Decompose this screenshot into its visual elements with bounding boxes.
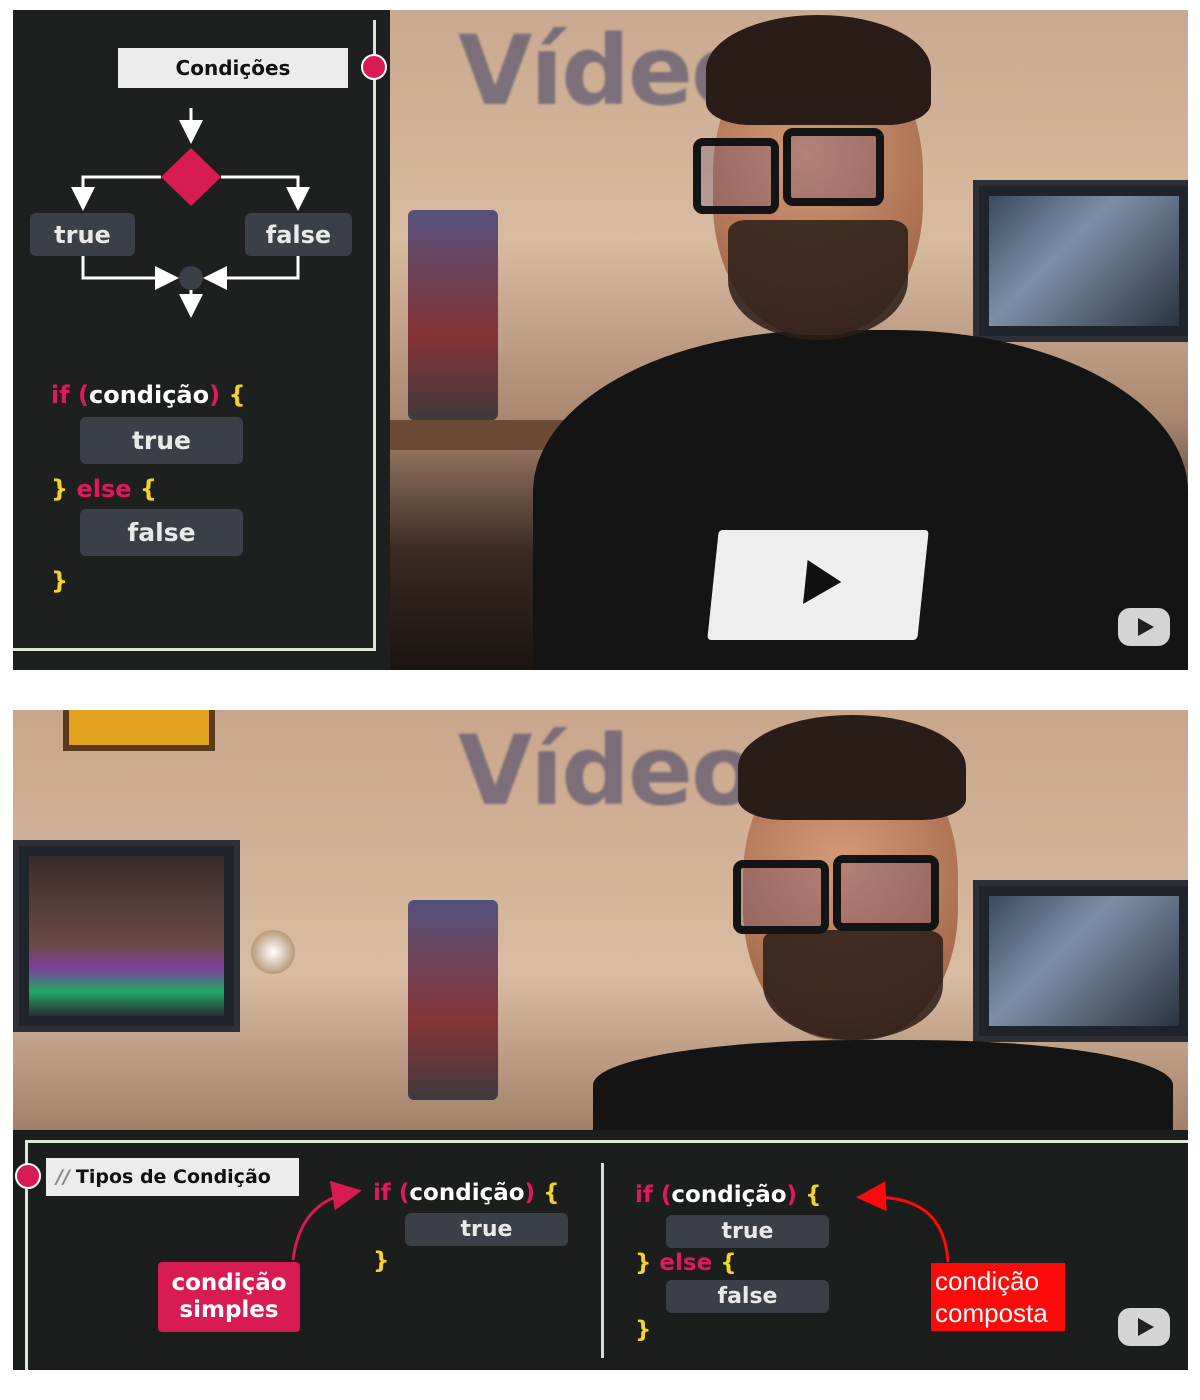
- person-glasses-right: [833, 855, 939, 931]
- if-else-flowchart: [71, 108, 310, 318]
- panel-marker-dot: [15, 1163, 41, 1189]
- play-logo-icon: [1118, 1308, 1170, 1346]
- close-paren: ): [524, 1180, 536, 1206]
- code-false-block: false: [80, 509, 243, 556]
- person-glasses-right: [783, 128, 884, 206]
- label-line-1: condição: [171, 1270, 287, 1296]
- merge-node: [179, 266, 203, 290]
- panel-top-line: [25, 1140, 1188, 1143]
- video-scene: Vídeo: [13, 10, 1188, 670]
- panel-title-text: Tipos de Condição: [75, 1166, 271, 1188]
- video-frame-1[interactable]: Vídeo Condições: [13, 10, 1188, 670]
- panel-title: Condições: [118, 48, 348, 88]
- person-hair: [706, 15, 931, 125]
- simple-condition-label: condição simples: [158, 1262, 300, 1332]
- compound-if-line: if (condição) {: [635, 1182, 821, 1208]
- panel-left-line: [25, 1140, 28, 1370]
- editing-monitor: [13, 840, 240, 1032]
- column-separator: [601, 1163, 604, 1358]
- if-keyword: if: [373, 1180, 391, 1206]
- person-hair: [738, 715, 966, 820]
- open-brace: {: [228, 381, 246, 409]
- background-monitor: [973, 180, 1188, 342]
- panel-bottom-line: [13, 648, 376, 651]
- compound-true-block: true: [666, 1215, 829, 1248]
- close-brace: }: [51, 475, 69, 503]
- else-keyword: else: [76, 475, 132, 503]
- brand-wordmark: Vídeo: [458, 715, 757, 827]
- panel-border-line: [373, 20, 376, 651]
- annotation-arrows: [291, 1180, 950, 1263]
- simple-if-line: if (condição) {: [373, 1180, 559, 1206]
- condition-text: condição: [409, 1180, 525, 1206]
- flow-false-box: false: [245, 213, 352, 256]
- if-keyword: if: [635, 1182, 653, 1208]
- compound-final-brace: }: [635, 1317, 652, 1343]
- open-brace: {: [805, 1182, 822, 1208]
- decision-diamond: [161, 148, 221, 206]
- close-paren: ): [786, 1182, 798, 1208]
- video-frame-2[interactable]: Vídeo // Tipos de Condição if (condição)…: [13, 710, 1188, 1370]
- person-shirt: [593, 1040, 1173, 1140]
- robot-figure: [408, 900, 498, 1100]
- code-if-line: if (condição) {: [51, 381, 246, 409]
- label-line-1: condição: [935, 1266, 1040, 1296]
- open-paren: (: [660, 1182, 672, 1208]
- picture-frame: [63, 710, 215, 751]
- desk-lamp: [251, 930, 295, 974]
- compound-else-line: } else {: [635, 1250, 737, 1276]
- compound-false-block: false: [666, 1280, 829, 1313]
- robot-figure: [408, 210, 498, 420]
- code-else-line: } else {: [51, 475, 157, 503]
- open-paren: (: [398, 1180, 410, 1206]
- composta-arrow: [856, 1181, 950, 1263]
- simple-true-block: true: [405, 1213, 568, 1246]
- person-glasses-left: [693, 138, 779, 214]
- close-paren: ): [209, 381, 221, 409]
- if-keyword: if: [51, 381, 70, 409]
- else-brace: {: [720, 1250, 737, 1276]
- code-final-brace: }: [51, 567, 69, 595]
- play-logo-icon: [1118, 608, 1170, 646]
- flow-true-box: true: [30, 213, 135, 256]
- open-brace: {: [543, 1180, 560, 1206]
- conditions-panel: Condições true false if (condição) { tr: [13, 10, 390, 670]
- background-monitor: [973, 880, 1188, 1042]
- shirt-logo: [707, 530, 929, 640]
- compound-condition-label: condição composta: [931, 1263, 1065, 1331]
- else-keyword: else: [659, 1250, 713, 1276]
- simple-close-brace: }: [373, 1248, 390, 1274]
- panel-marker-dot: [361, 54, 387, 80]
- panel-title: // Tipos de Condição: [46, 1158, 299, 1196]
- label-line-2: composta: [935, 1298, 1048, 1328]
- person-glasses-left: [733, 860, 829, 934]
- close-brace: }: [635, 1250, 652, 1276]
- condition-text: condição: [89, 381, 210, 409]
- code-true-block: true: [80, 417, 243, 464]
- condition-types-panel: // Tipos de Condição if (condição) { tru…: [13, 1130, 1188, 1370]
- condition-text: condição: [671, 1182, 787, 1208]
- else-brace: {: [139, 475, 157, 503]
- person-beard: [728, 220, 908, 340]
- open-paren: (: [78, 381, 89, 409]
- comment-slashes: //: [56, 1166, 70, 1188]
- label-line-2: simples: [179, 1297, 279, 1323]
- simple-arrow: [291, 1180, 362, 1261]
- person-beard: [763, 930, 943, 1040]
